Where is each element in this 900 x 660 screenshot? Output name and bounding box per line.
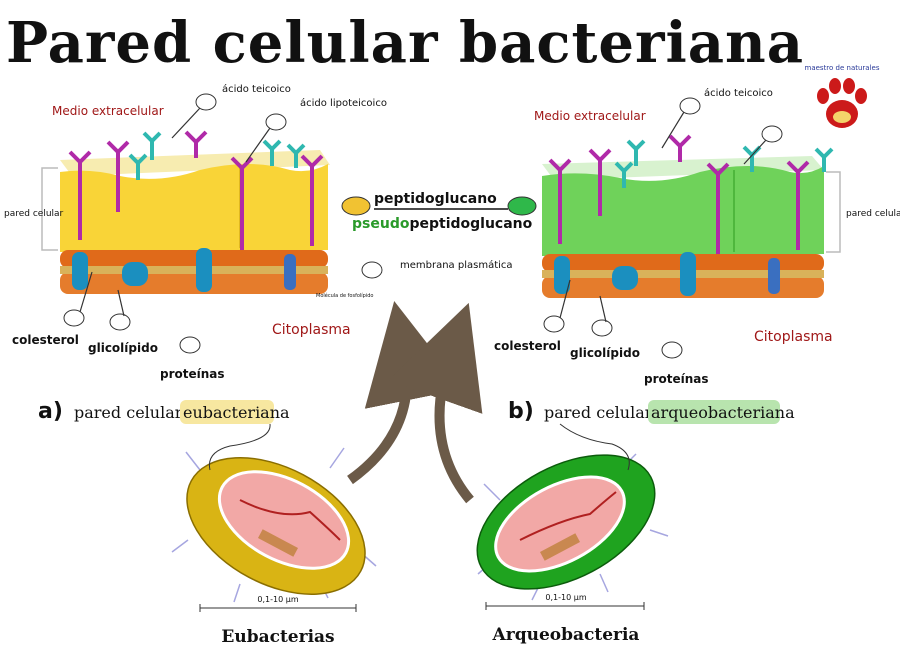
- membrane-protein: [196, 248, 212, 292]
- membrane-protein: [284, 254, 296, 290]
- eubacteria-pared-celular-label: pared celular: [4, 209, 64, 219]
- logo-text: maestro de naturales: [805, 64, 880, 72]
- membrane-protein: [768, 258, 780, 294]
- caption-b-text: pared celular: [544, 403, 653, 422]
- teichoic-acid: [68, 130, 324, 250]
- caption-a-highlight-bg: [180, 400, 274, 424]
- teichoic-acid: [548, 134, 810, 254]
- archaea-pseudopeptidoglycan-layer: [542, 166, 824, 256]
- paw-icon: [817, 78, 867, 128]
- caption-b-highlight: arqueobacteriana: [651, 403, 795, 422]
- arqueobacteria-label: Arqueobacteria: [492, 625, 640, 645]
- svg-text:pseudopeptidoglucano: pseudopeptidoglucano: [352, 216, 533, 232]
- pointer-hand-icon: [543, 97, 783, 359]
- pseudo-prefix: pseudo: [352, 216, 410, 232]
- caption-a-highlight: eubacteriana: [183, 403, 290, 422]
- archaea-acido-teicoico-label: ácido teicoico: [704, 87, 773, 99]
- eubacteria-citoplasma-label: Citoplasma: [272, 322, 351, 338]
- caption-a-text: pared celular: [74, 403, 183, 422]
- peptidoglucano-label: peptidoglucano: [374, 191, 497, 207]
- yellow-hand-icon: [341, 196, 371, 216]
- archaea-pared-celular-label: pared celular: [846, 209, 900, 219]
- eubacteria-peptidoglycan-layer: [60, 164, 328, 252]
- up-arrow-right: [388, 302, 483, 504]
- page-title: Pared celular bacteriana: [6, 10, 804, 76]
- eubacteria-wall-diagram: [41, 130, 330, 294]
- eubacteria-medio-extracelular: Medio extracelular: [52, 104, 164, 118]
- membrane-protein: [554, 256, 570, 294]
- pseudopeptidoglucano-label: pseudopeptidoglucano: [352, 216, 533, 232]
- eubacteria-proteinas-label: proteínas: [160, 367, 225, 381]
- eubacteria-scale-label: 0,1-10 µm: [257, 595, 298, 604]
- membrane-protein: [72, 252, 88, 290]
- archaea-medio-extracelular: Medio extracelular: [534, 109, 646, 123]
- eubacteria-glicolipido-label: glicolípido: [88, 341, 158, 355]
- caption-b-letter: b): [508, 399, 534, 424]
- glycolipid: [128, 131, 306, 180]
- eubacteria-wall-top: [60, 150, 330, 176]
- eubacteria-membrana-plasmatica-label: membrana plasmática: [400, 259, 513, 271]
- membrane-protein: [612, 266, 638, 290]
- archaea-scale-label: 0,1-10 µm: [545, 593, 586, 602]
- eubacteria-cell-interior: [217, 470, 351, 570]
- pointer-hand-icon: [63, 93, 383, 354]
- archaea-wall-diagram: [542, 134, 841, 298]
- pseudo-rest: peptidoglucano: [409, 216, 532, 232]
- logo: maestro de naturales: [801, 59, 883, 141]
- eubacteria-acido-lipoteicoico-label: ácido lipoteicoico: [300, 97, 387, 109]
- archaea-cell-interior: [494, 475, 626, 573]
- eubacteria-cell: [171, 447, 377, 603]
- caption-b-highlight-bg: [648, 400, 780, 424]
- archaea-scale-bar: 0,1-10 µm: [485, 593, 645, 610]
- eubacteria-molecula-fosfolipido-label: Molécula de fosfolípido: [316, 292, 373, 299]
- membrane-protein: [680, 252, 696, 296]
- archaea-colesterol-label: colesterol: [494, 339, 561, 353]
- eubacterias-label: Eubacterias: [221, 627, 334, 647]
- green-hand-icon: [507, 196, 537, 216]
- eubacteria-scale-bar: 0,1-10 µm: [199, 595, 357, 612]
- archaea-proteinas-label: proteínas: [644, 372, 709, 386]
- archaea-citoplasma-label: Citoplasma: [754, 329, 833, 345]
- eubacteria-acido-teicoico-label: ácido teicoico: [222, 83, 291, 95]
- archaea-cell: [476, 453, 669, 601]
- up-arrow-left: [347, 300, 463, 485]
- caption-a-letter: a): [38, 399, 63, 424]
- archaea-glicolipido-label: glicolípido: [570, 346, 640, 360]
- eubacteria-colesterol-label: colesterol: [12, 333, 79, 347]
- membrane-protein: [122, 262, 148, 286]
